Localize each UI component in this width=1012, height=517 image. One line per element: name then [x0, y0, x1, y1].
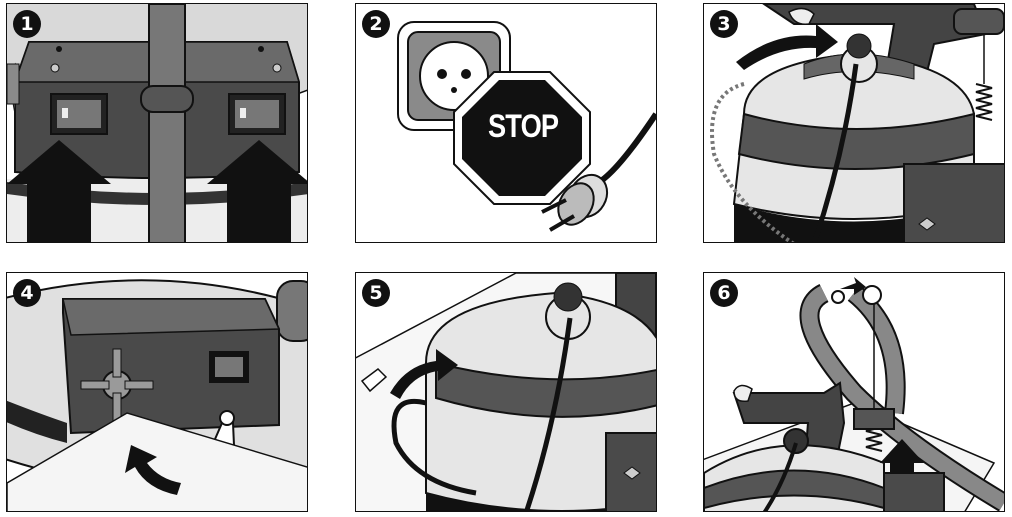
step-number-badge: 6 [710, 279, 738, 307]
step-4-illustration [7, 273, 308, 512]
power-switch-right [229, 94, 285, 134]
step-3-illustration [704, 4, 1005, 243]
spring-icon [976, 34, 992, 120]
step-1-illustration [7, 4, 308, 243]
step-number-badge: 5 [362, 279, 390, 307]
step-6-panel: 6 [703, 272, 1005, 512]
step-5-panel: 5 [355, 272, 657, 512]
step-3-panel: 3 [703, 3, 1005, 243]
step-number-badge: 1 [13, 10, 41, 38]
stop-sign-label: STOP [488, 108, 556, 145]
step-number-badge: 2 [362, 10, 390, 38]
step-1-panel: 1 [6, 3, 308, 243]
hose [149, 4, 185, 243]
step-6-illustration [704, 273, 1005, 512]
step-number-badge: 3 [710, 10, 738, 38]
step-2-panel: 2 STOP [355, 3, 657, 243]
power-switch-left [51, 94, 107, 134]
step-number-badge: 4 [13, 279, 41, 307]
step-4-panel: 4 [6, 272, 308, 512]
step-5-illustration [356, 273, 657, 512]
control-box-icon [63, 299, 279, 433]
